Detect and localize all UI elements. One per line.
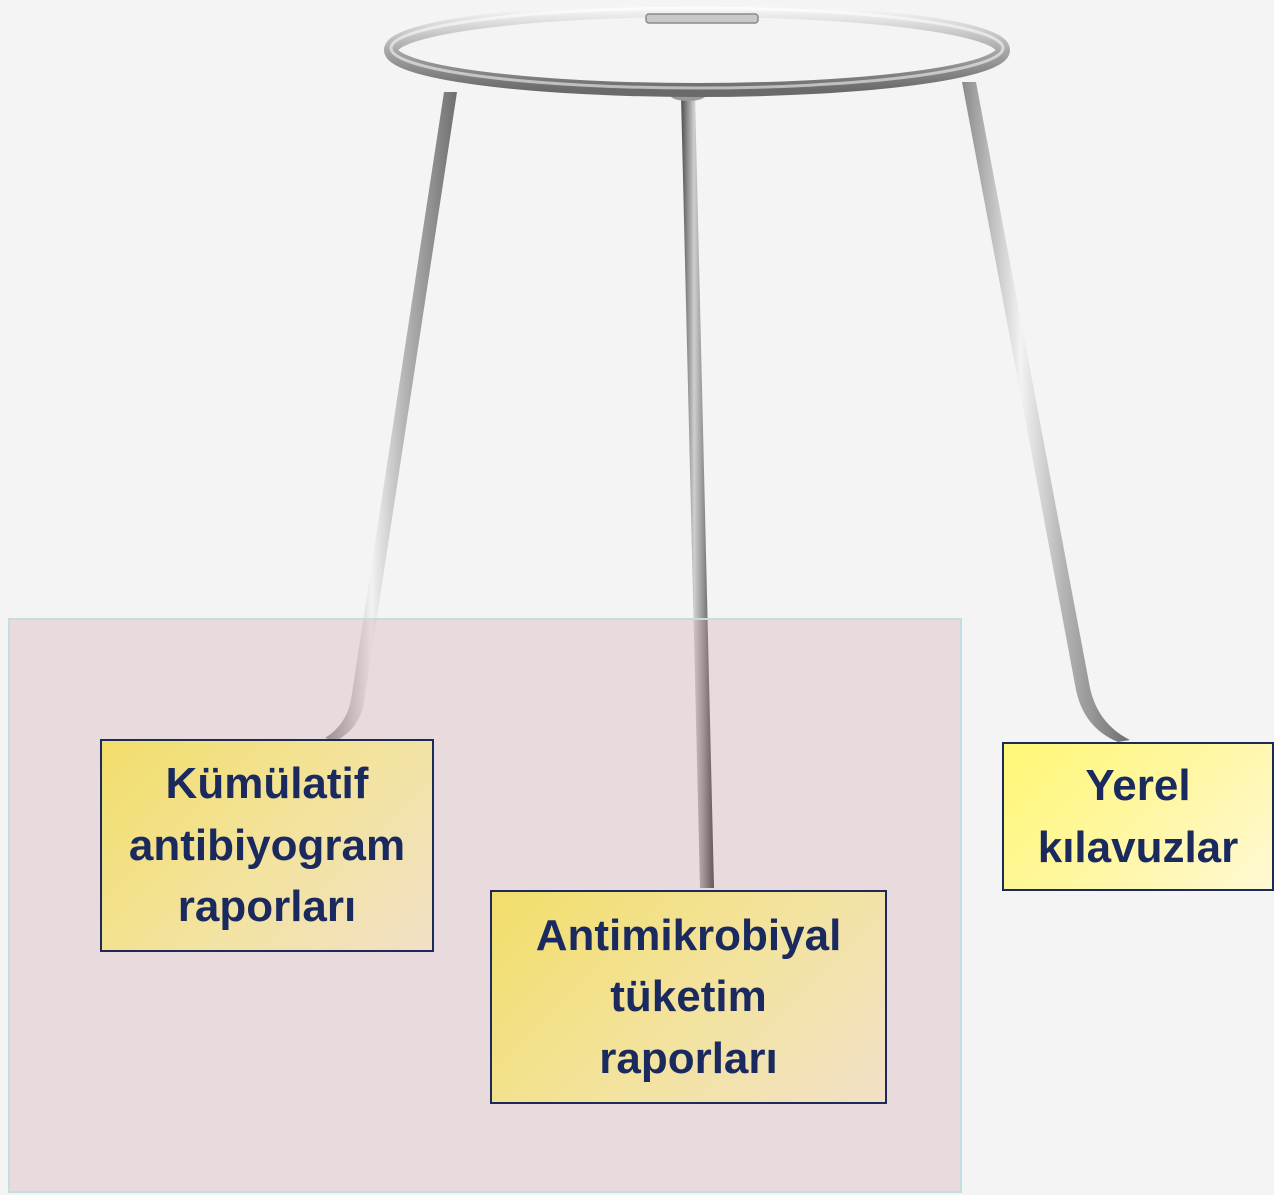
- tripod-right-leg: [962, 82, 1130, 742]
- label-cumulative-antibiogram-reports-text: Kümülatif antibiyogram raporları: [129, 753, 405, 938]
- label-local-guidelines-text: Yerel kılavuzlar: [1038, 755, 1239, 878]
- label-cumulative-antibiogram-reports: Kümülatif antibiyogram raporları: [100, 739, 434, 952]
- tripod-ring-clamp: [646, 14, 758, 23]
- label-antimicrobial-consumption-reports-text: Antimikrobiyal tüketim raporları: [536, 905, 842, 1090]
- label-antimicrobial-consumption-reports: Antimikrobiyal tüketim raporları: [490, 890, 887, 1104]
- label-local-guidelines: Yerel kılavuzlar: [1002, 742, 1274, 891]
